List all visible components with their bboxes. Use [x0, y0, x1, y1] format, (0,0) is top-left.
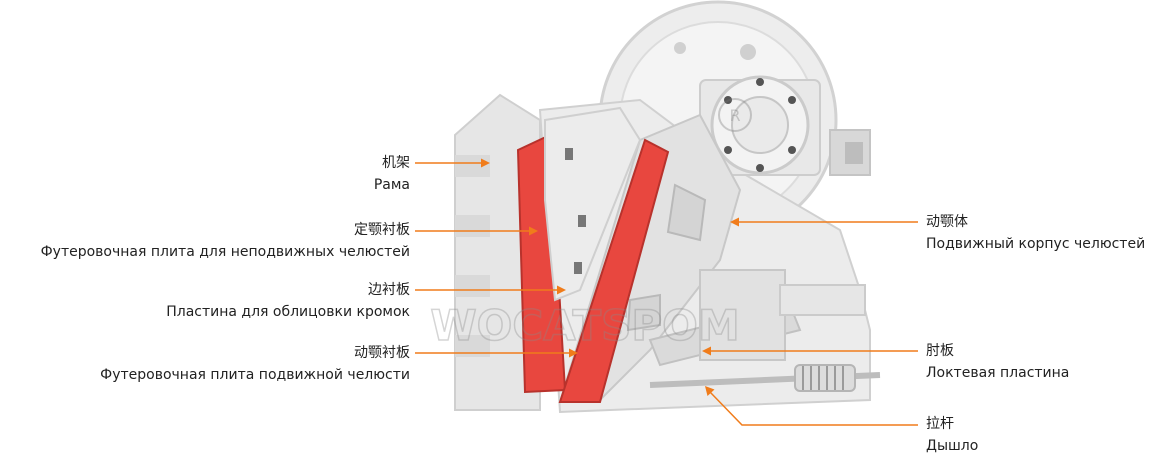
callout-toggle-plate-zh: 肘板 [926, 343, 954, 359]
leader-fixed-jaw-plate-arrow [529, 226, 538, 236]
callout-movable-jaw-body-zh: 动颚体 [926, 214, 968, 230]
callout-movable-jaw-body-ru: Подвижный корпус челюстей [926, 236, 1146, 252]
leader-side-plate-arrow [557, 285, 566, 295]
watermark-logo: R WOCATSPOM [430, 98, 752, 351]
callout-side-plate-zh: 边衬板 [368, 282, 410, 298]
callout-tie-rod: 拉杆 Дышло [926, 413, 978, 457]
watermark-text: WOCATSPOM [430, 301, 739, 350]
callout-tie-rod-zh: 拉杆 [926, 416, 954, 432]
callout-movable-jaw-plate-ru: Футеровочная плита подвижной челюсти [100, 367, 410, 383]
side-plate [544, 106, 642, 302]
toggle-mechanism [648, 269, 881, 392]
svg-text:R: R [729, 106, 740, 125]
leader-lines [415, 158, 918, 426]
callout-movable-jaw-body: 动颚体 Подвижный корпус челюстей [926, 211, 1145, 255]
leader-tie-rod-arrow [705, 386, 715, 396]
callout-side-plate: 边衬板 Пластина для облицовки кромок [166, 279, 410, 323]
callout-fixed-jaw-plate-ru: Футеровочная плита для неподвижных челюс… [40, 244, 410, 260]
leader-frame-arrow [481, 158, 490, 168]
callout-frame-zh: 机架 [382, 155, 410, 171]
leader-movable-jaw-body-arrow [730, 217, 739, 227]
callout-side-plate-ru: Пластина для облицовки кромок [166, 304, 410, 320]
callout-frame: 机架 Рама [374, 152, 410, 196]
callout-toggle-plate: 肘板 Локтевая пластина [926, 340, 1069, 384]
callout-movable-jaw-plate: 动颚衬板 Футеровочная плита подвижной челюст… [100, 342, 410, 386]
callout-tie-rod-ru: Дышло [926, 438, 979, 454]
callout-toggle-plate-ru: Локтевая пластина [926, 365, 1070, 381]
callout-movable-jaw-plate-zh: 动颚衬板 [354, 345, 410, 361]
leader-tie-rod [709, 391, 918, 426]
callout-fixed-jaw-plate-zh: 定颚衬板 [354, 222, 410, 238]
callout-fixed-jaw-plate: 定颚衬板 Футеровочная плита для неподвижных … [41, 219, 410, 263]
leader-toggle-plate-arrow [702, 346, 711, 356]
bearing-housing [699, 75, 821, 176]
leader-movable-jaw-plate-arrow [569, 348, 578, 358]
movable-jaw-liner [558, 138, 670, 403]
callout-frame-ru: Рама [373, 177, 410, 193]
tension-spring [794, 364, 856, 392]
